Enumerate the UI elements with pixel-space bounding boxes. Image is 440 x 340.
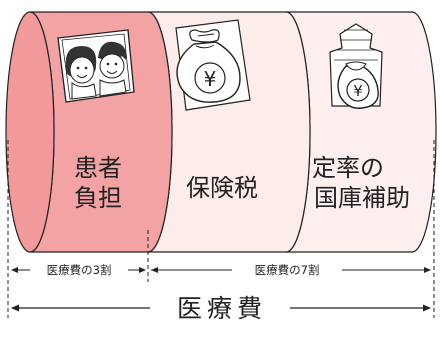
cylinder-end-cap: [5, 11, 55, 253]
family-illustration-icon: [57, 29, 135, 103]
total-dimension: 医療費: [11, 294, 431, 323]
government-building-money-icon: ¥: [329, 23, 383, 109]
subsidy-label-line-2: 国庫補助: [314, 184, 410, 212]
insurance-label: 保険税: [186, 174, 258, 202]
other-share-label: 医療費の7割: [255, 263, 320, 277]
patient-share-dimension: 医療費の3割: [11, 263, 146, 277]
patient-label-line-2: 負担: [74, 184, 122, 212]
svg-text:¥: ¥: [353, 82, 363, 100]
patient-label-line-1: 患者: [74, 154, 122, 182]
money-bag-yen-icon: ¥: [175, 19, 251, 111]
total-label: 医療費: [177, 294, 267, 323]
svg-text:¥: ¥: [204, 67, 217, 91]
patient-share-label: 医療費の3割: [47, 263, 112, 277]
subsidy-label-line-1: 定率の: [312, 154, 384, 182]
other-share-dimension: 医療費の7割: [151, 263, 431, 277]
